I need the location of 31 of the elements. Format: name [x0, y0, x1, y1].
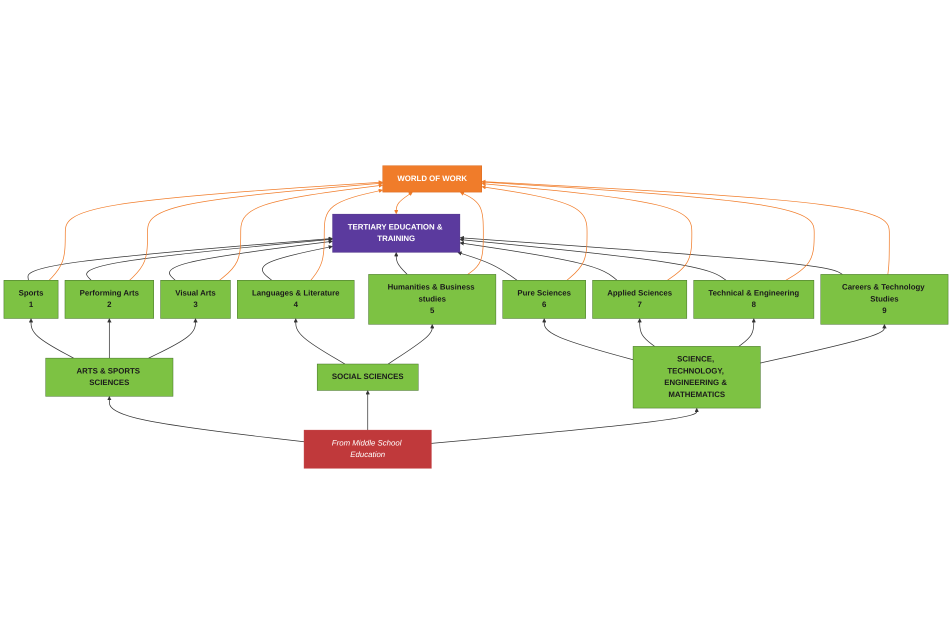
- arrow: [760, 324, 887, 364]
- arrow: [169, 240, 333, 281]
- arrow: [460, 236, 843, 275]
- arrow: [542, 318, 634, 360]
- arrow: [48, 180, 383, 281]
- arrow: [294, 318, 346, 364]
- arrow: [262, 245, 333, 281]
- arrow: [460, 192, 484, 275]
- arrow: [482, 185, 588, 281]
- arrow: [28, 236, 333, 281]
- arrow: [129, 181, 383, 281]
- arrow: [219, 184, 383, 281]
- arrow: [482, 182, 692, 281]
- arrow: [460, 238, 726, 281]
- arrow: [148, 318, 198, 358]
- arrow: [107, 396, 304, 442]
- arrow: [366, 390, 370, 430]
- arrow: [738, 318, 756, 347]
- arrow: [482, 180, 890, 275]
- arrow: [431, 408, 699, 444]
- arrow: [457, 251, 518, 281]
- arrow: [394, 252, 408, 275]
- arrow: [638, 318, 656, 347]
- arrow: [107, 318, 112, 358]
- arrow: [310, 188, 383, 281]
- arrow: [482, 180, 815, 281]
- arrow: [388, 324, 434, 364]
- arrow: [394, 192, 413, 214]
- arrow: [460, 241, 618, 281]
- arrow: [28, 318, 74, 358]
- arrow: [86, 237, 333, 281]
